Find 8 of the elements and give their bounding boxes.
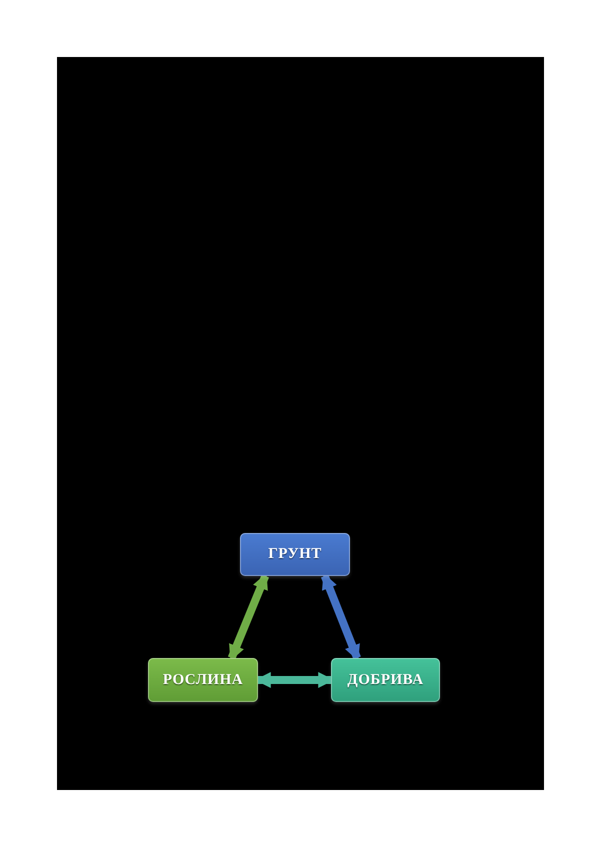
double-arrow [228,573,269,661]
process-box [331,658,440,702]
box-label: РОСЛИНА [162,672,244,688]
process-box [148,658,258,702]
process-box [240,533,350,576]
double-arrow [320,573,361,661]
box-label: ДОБРИВА [347,672,424,688]
box-label: ГРУНТ [268,546,322,563]
